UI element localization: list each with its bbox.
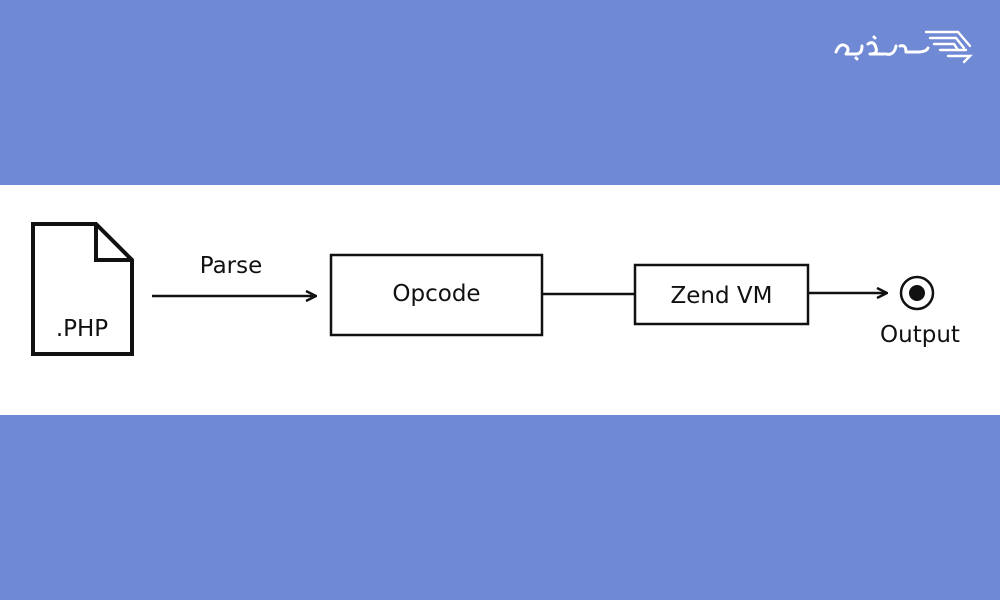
- opcode-label: Opcode: [392, 281, 480, 307]
- php-file-icon: .PHP: [31, 222, 134, 356]
- zend-vm-label: Zend VM: [671, 283, 773, 309]
- diagram-band: .PHP Parse Opcode Zend VM Output: [0, 185, 1000, 415]
- brand-logo: [834, 30, 973, 64]
- output-label: Output: [880, 322, 960, 348]
- output-terminal-icon: [899, 275, 935, 311]
- parse-label: Parse: [200, 253, 263, 279]
- zend-vm-box: [633, 263, 810, 326]
- file-label: .PHP: [56, 316, 108, 342]
- php-execution-diagram: .PHP Parse Opcode Zend VM Output: [31, 222, 960, 356]
